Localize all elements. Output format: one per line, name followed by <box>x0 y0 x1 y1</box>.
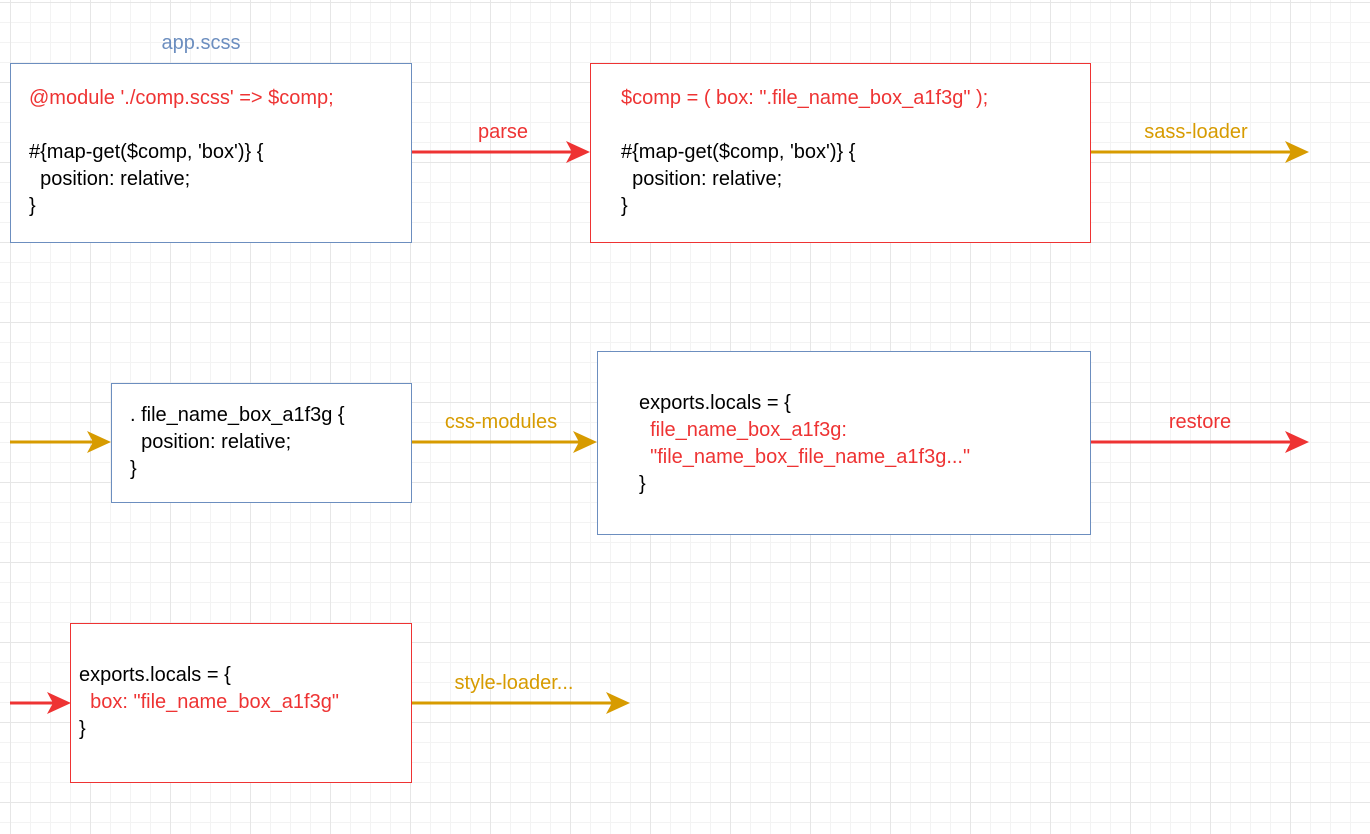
code-line: . file_name_box_a1f3g { <box>130 404 345 426</box>
css-modules-label: css-modules <box>444 411 558 433</box>
css-modules-arrow <box>412 431 597 453</box>
code-line: } <box>79 718 86 740</box>
sass-loader-arrow <box>1091 141 1309 163</box>
code-line: #{map-get($comp, 'box')} { <box>621 141 856 163</box>
code-line: } <box>130 458 137 480</box>
code-line: position: relative; <box>130 431 292 453</box>
restore-arrow <box>1091 431 1309 453</box>
code-line: exports.locals = { <box>79 664 231 686</box>
code-line: #{map-get($comp, 'box')} { <box>29 141 264 163</box>
sass-loader-label: sass-loader <box>1144 121 1248 143</box>
code-line: } <box>639 473 646 495</box>
parse-arrow <box>412 141 590 163</box>
code-line <box>29 112 411 139</box>
restore-incoming-arrow <box>10 692 71 714</box>
code-line: position: relative; <box>621 168 783 190</box>
restored-exports-box: exports.locals = { box: "file_name_box_a… <box>70 623 412 783</box>
parsed-scss-box: $comp = ( box: ".file_name_box_a1f3g" );… <box>590 63 1091 243</box>
code-line: box: "file_name_box_a1f3g" <box>79 691 339 713</box>
style-loader-label: style-loader... <box>454 672 574 694</box>
code-line <box>621 112 1090 139</box>
css-modules-exports-box: exports.locals = { file_name_box_a1f3g: … <box>597 351 1091 535</box>
app-scss-box: @module './comp.scss' => $comp; #{map-ge… <box>10 63 412 243</box>
restore-label: restore <box>1168 411 1232 433</box>
compiled-css-box: . file_name_box_a1f3g { position: relati… <box>111 383 412 503</box>
code-line: $comp = ( box: ".file_name_box_a1f3g" ); <box>621 87 989 109</box>
code-line: position: relative; <box>29 168 191 190</box>
style-loader-arrow <box>412 692 630 714</box>
code-line: "file_name_box_file_name_a1f3g..." <box>639 446 971 468</box>
parse-label: parse <box>477 121 529 143</box>
app-scss-title: app.scss <box>161 32 241 54</box>
code-line: @module './comp.scss' => $comp; <box>29 87 334 109</box>
code-line: exports.locals = { <box>639 392 791 414</box>
code-line: } <box>29 195 36 217</box>
code-line: file_name_box_a1f3g: <box>639 419 847 441</box>
sass-loader-incoming-arrow <box>10 431 111 453</box>
code-line: } <box>621 195 628 217</box>
